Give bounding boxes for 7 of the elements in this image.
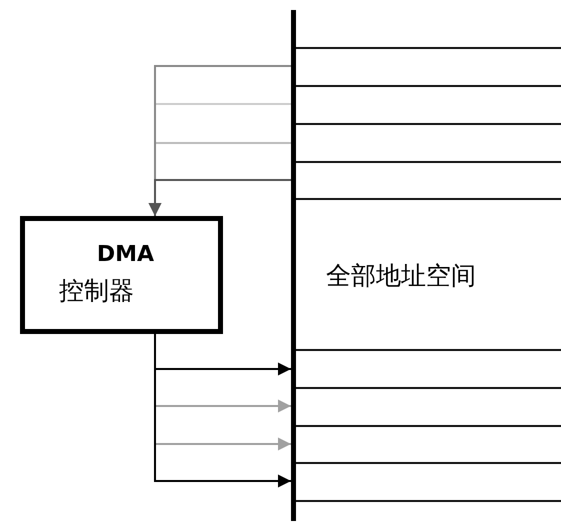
region-label: 全部地址空间 [326, 262, 476, 290]
box-label: 控制器 [59, 277, 134, 304]
controller-box [20, 216, 223, 334]
box-heading: DMA [96, 243, 156, 268]
arrow [154, 334, 291, 488]
address-space-region [291, 10, 561, 521]
arrow [148, 179, 291, 216]
